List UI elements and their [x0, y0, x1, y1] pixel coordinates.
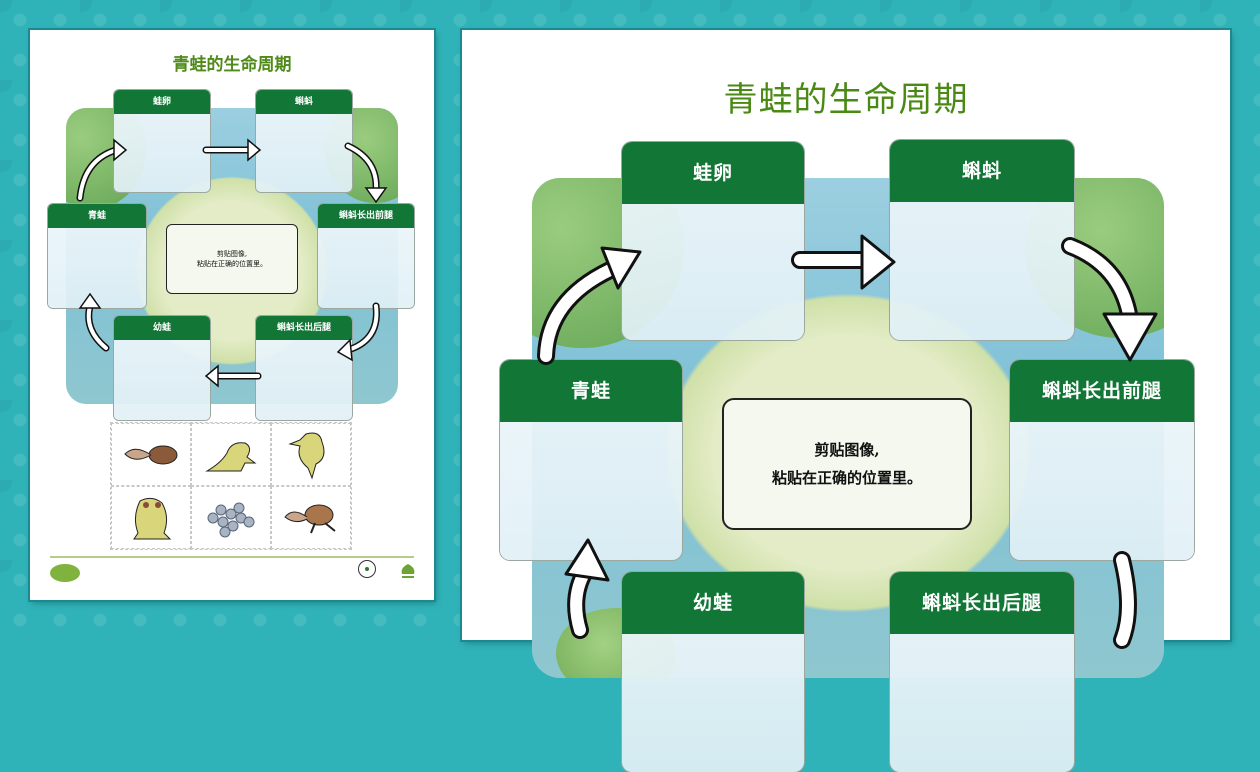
footer-divider — [50, 556, 414, 558]
frogspawn-picture — [191, 486, 271, 549]
stage-card-tadpole-back-legs: 蝌蚪长出后腿 — [890, 572, 1074, 772]
cutout-picture-grid — [110, 422, 352, 550]
stage-label: 蝌蚪 — [256, 90, 352, 114]
stage-label: 青蛙 — [500, 360, 682, 422]
worksheet-preview-zoomed: 青蛙的生命周期 蛙卵 蝌蚪 蝌蚪长出前腿 蝌蚪长出后腿 幼蛙 青蛙 剪贴图像, … — [462, 30, 1230, 772]
stage-card-tadpole-small: 蝌蚪 — [256, 90, 352, 192]
stage-label: 幼蛙 — [622, 572, 804, 634]
stage-label: 蝌蚪长出前腿 — [1010, 360, 1194, 422]
stage-card-froglet-small: 幼蛙 — [114, 316, 210, 420]
instruction-line-2: 粘贴在正确的位置里。 — [771, 469, 922, 487]
leaf-logo-icon — [401, 564, 415, 578]
stage-card-tadpole: 蝌蚪 — [890, 140, 1074, 340]
tadpole-back-legs-icon — [284, 504, 336, 533]
tadpole-front-legs-icon — [288, 432, 325, 480]
stage-label: 蛙卵 — [622, 142, 804, 204]
froglet-picture — [191, 423, 271, 486]
stage-card-frog: 青蛙 — [500, 360, 682, 560]
tadpole-picture — [111, 423, 191, 486]
instruction-box-small: 剪贴图像, 粘贴在正确的位置里。 — [166, 224, 298, 294]
target-icon — [358, 560, 376, 578]
frog-picture — [111, 486, 191, 549]
stage-label: 蝌蚪 — [890, 140, 1074, 202]
stage-card-tadpole-back-legs-small: 蝌蚪长出后腿 — [256, 316, 352, 420]
life-cycle-board-small: 蛙卵 蝌蚪 蝌蚪长出前腿 蝌蚪长出后腿 幼蛙 青蛙 剪贴图像, 粘贴在正确的位置… — [30, 30, 434, 430]
worksheet-title: 青蛙的生命周期 — [723, 80, 969, 120]
instruction-box: 剪贴图像, 粘贴在正确的位置里。 — [722, 398, 972, 530]
stage-label: 蝌蚪长出后腿 — [890, 572, 1074, 634]
stage-label: 蝌蚪长出前腿 — [318, 204, 414, 228]
stage-label: 蝌蚪长出后腿 — [256, 316, 352, 340]
stage-card-tadpole-front-legs-small: 蝌蚪长出前腿 — [318, 204, 414, 308]
stage-card-froglet: 幼蛙 — [622, 572, 804, 772]
stage-card-frogspawn: 蛙卵 — [622, 142, 804, 340]
stage-label: 青蛙 — [48, 204, 146, 228]
instruction-line-1: 剪贴图像, — [814, 440, 880, 459]
froglet-icon — [205, 441, 257, 471]
instruction-line-1: 剪贴图像, — [216, 249, 248, 258]
tadpole-back-legs-picture — [271, 486, 351, 549]
stage-card-frogspawn-small: 蛙卵 — [114, 90, 210, 192]
stage-label: 蛙卵 — [114, 90, 210, 114]
frog-icon — [133, 497, 172, 539]
tadpole-icon — [124, 445, 178, 464]
stage-label: 幼蛙 — [114, 316, 210, 340]
worksheet-preview-thumbnail: 青蛙的生命周期 蛙卵 蝌蚪 蝌蚪长出前腿 蝌蚪长出后腿 幼蛙 青蛙 剪贴图像, … — [30, 30, 434, 600]
stage-card-frog-small: 青蛙 — [48, 204, 146, 308]
tadpole-front-legs-picture — [271, 423, 351, 486]
instruction-line-2: 粘贴在正确的位置里。 — [197, 260, 267, 268]
frogspawn-icon — [207, 502, 255, 537]
stage-card-tadpole-front-legs: 蝌蚪长出前腿 — [1010, 360, 1194, 560]
publisher-logo — [50, 564, 80, 582]
worksheet-title-small: 青蛙的生命周期 — [172, 55, 292, 75]
